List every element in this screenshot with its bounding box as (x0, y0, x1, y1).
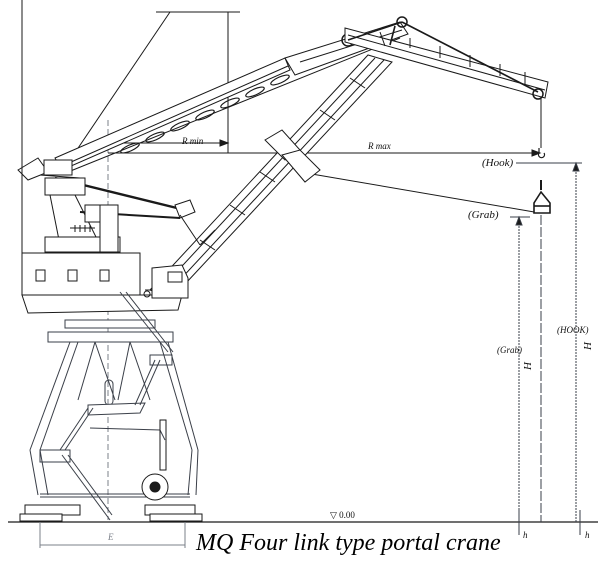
height-dimensions (510, 161, 582, 535)
jib (344, 21, 549, 148)
grab (533, 190, 551, 214)
depth-label-left: h (523, 530, 528, 540)
grab-label: (Grab) (468, 209, 499, 221)
grab-height-symbol: H (522, 362, 534, 370)
portal-frame (29, 319, 199, 498)
operator-cab (143, 264, 189, 299)
boom (54, 16, 409, 173)
hook-height-symbol: H (582, 342, 594, 350)
gauge-label: E (108, 532, 114, 542)
travel-bogies (19, 504, 203, 522)
a-frame (44, 177, 121, 253)
r-min-label: R min (182, 136, 204, 146)
figure-caption: MQ Four link type portal crane (196, 530, 501, 556)
machinery-house (21, 0, 183, 314)
cable-reel (141, 419, 169, 501)
ground-level-label: ▽ 0.00 (330, 510, 355, 520)
gauge-dimension (39, 522, 186, 548)
counterweight (17, 157, 216, 246)
lower-arm (149, 54, 393, 299)
r-max-label: R max (368, 141, 391, 151)
depth-label-right: h (585, 530, 590, 540)
hook-label: (Hook) (482, 157, 514, 169)
construction-lines (69, 11, 542, 520)
hook (537, 148, 546, 190)
hook-height-label: (HOOK) (557, 325, 589, 335)
stairways (39, 291, 174, 521)
grab-height-label: (Grab) (497, 345, 522, 355)
